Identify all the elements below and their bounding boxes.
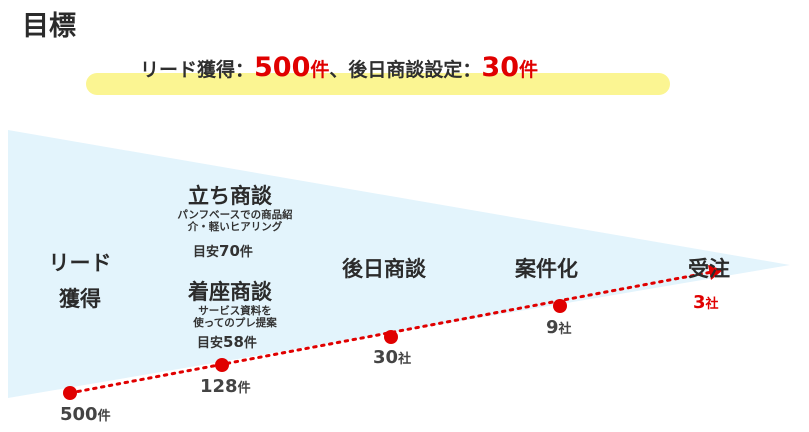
- stage-lead-line2: 獲得: [59, 287, 101, 311]
- stage-standing-target-value: 70: [219, 242, 240, 260]
- count-later-value: 30: [373, 347, 399, 368]
- goal-lead-value: 500: [254, 52, 311, 83]
- count-meeting-value: 128: [200, 376, 238, 397]
- stage-seated-desc-line1: サービス資料を: [198, 305, 272, 317]
- stage-standing-desc: パンフベースでの商品紹 介・軽いヒアリング: [160, 209, 310, 233]
- progress-arrow-head: [708, 265, 723, 280]
- stage-seated-desc: サービス資料を 使ってのプレ提案: [160, 305, 310, 329]
- goal-meeting-label: 、後日商談設定：: [329, 59, 482, 81]
- milestone-dot-proposal: [553, 299, 567, 313]
- count-lead-value: 500: [60, 404, 98, 425]
- stage-proposal-title: 案件化: [515, 257, 578, 281]
- stage-standing-desc-line1: パンフベースでの商品紹: [177, 209, 293, 221]
- stage-seated-target-unit: 件: [243, 336, 257, 351]
- page-title: 目標: [22, 11, 76, 42]
- stage-seated-target-prefix: 目安: [197, 336, 224, 351]
- count-proposal-value: 9: [546, 317, 559, 338]
- goal-summary: リード獲得：500件、後日商談設定：30件: [140, 52, 700, 83]
- count-meeting-unit: 件: [237, 381, 251, 396]
- count-order-unit: 社: [705, 297, 719, 312]
- goal-meeting-value: 30: [481, 52, 519, 83]
- stage-order-title: 受注: [688, 257, 730, 281]
- stage-seated-desc-line2: 使ってのプレ提案: [193, 317, 277, 329]
- count-order: 3社: [693, 292, 719, 313]
- count-later: 30社: [373, 347, 411, 368]
- stage-standing-desc-line2: 介・軽いヒアリング: [187, 221, 283, 233]
- stage-seated-target: 目安58件: [197, 332, 257, 351]
- count-order-value: 3: [693, 292, 706, 313]
- stage-lead-line1: リード: [48, 251, 112, 275]
- count-lead-unit: 件: [97, 409, 111, 424]
- milestone-dot-lead: [63, 386, 77, 400]
- stage-standing-target-unit: 件: [239, 245, 253, 260]
- stage-standing-target-prefix: 目安: [193, 245, 220, 260]
- stage-standing-title: 立ち商談: [188, 184, 272, 208]
- milestone-dot-meeting: [215, 358, 229, 372]
- count-proposal: 9社: [546, 317, 572, 338]
- stage-lead: リード 獲得: [40, 245, 120, 317]
- stage-standing-target: 目安70件: [193, 241, 253, 260]
- milestone-dot-later: [384, 330, 398, 344]
- count-lead: 500件: [60, 404, 111, 425]
- goal-meeting-unit: 件: [519, 59, 539, 81]
- goal-lead-label: リード獲得：: [140, 59, 255, 81]
- count-later-unit: 社: [398, 352, 412, 367]
- stage-seated-title: 着座商談: [188, 280, 272, 304]
- count-proposal-unit: 社: [558, 322, 572, 337]
- funnel-shape: [8, 130, 790, 398]
- goal-lead-unit: 件: [310, 59, 330, 81]
- stage-later-title: 後日商談: [342, 257, 426, 281]
- stage-seated-target-value: 58: [223, 333, 244, 351]
- goal-highlight-bar: [86, 73, 670, 95]
- count-meeting: 128件: [200, 376, 251, 397]
